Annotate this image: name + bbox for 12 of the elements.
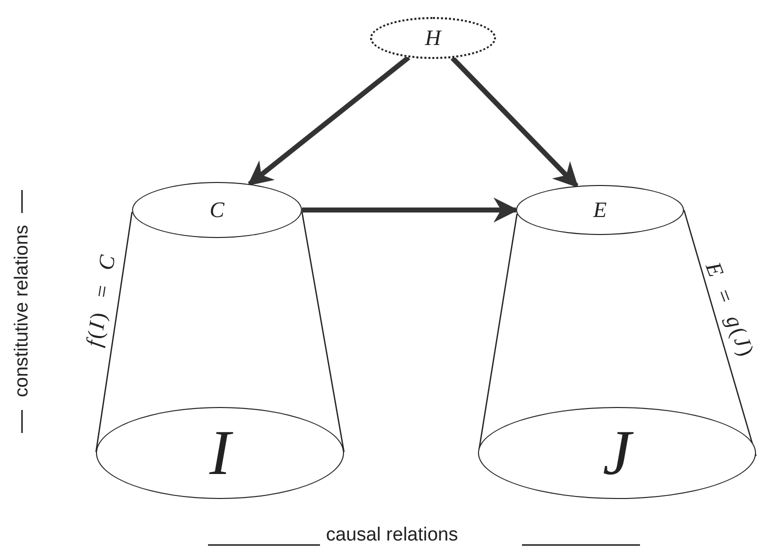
node-label: I — [209, 421, 231, 485]
node-label: C — [210, 199, 224, 221]
arrow — [302, 198, 518, 222]
node-label: H — [425, 27, 441, 49]
node-label: J — [602, 421, 632, 485]
ellipse — [132, 182, 302, 238]
ellipse — [516, 185, 684, 235]
axis-label: constitutive relations — [12, 224, 32, 398]
axis-label: causal relations — [326, 526, 458, 544]
arrow — [450, 56, 578, 188]
node-label: E — [593, 199, 607, 221]
equation-label: E = g(J) — [702, 259, 758, 361]
